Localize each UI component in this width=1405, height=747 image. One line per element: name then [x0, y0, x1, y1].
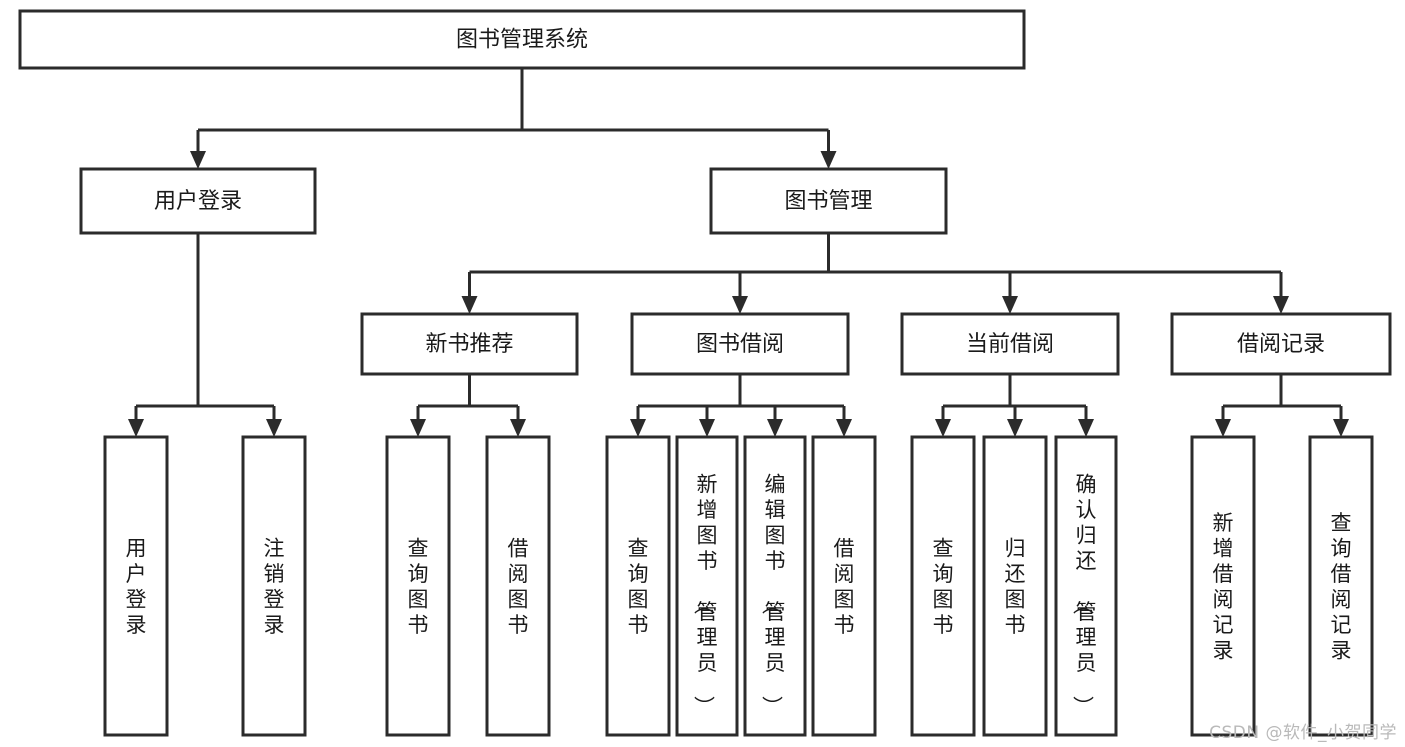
node-label-book-borrow: 图书借阅 [696, 332, 784, 357]
node-box-leaf-add-book[interactable] [675, 435, 739, 737]
node-leaf-confirm-return[interactable]: 确认归还（管理员） [1054, 435, 1118, 737]
node-box-leaf-confirm-return[interactable] [1054, 435, 1118, 737]
conn-book-manage-borrow-record-arrowhead [1273, 296, 1289, 314]
node-label-current-borrow: 当前借阅 [966, 332, 1054, 357]
node-label-new-book-recommend: 新书推荐 [425, 332, 513, 357]
node-user-login[interactable]: 用户登录 [79, 167, 317, 235]
node-leaf-query-book-1[interactable]: 查询图书 [385, 435, 451, 737]
node-leaf-query-book-2[interactable]: 查询图书 [605, 435, 671, 737]
node-box-leaf-query-record[interactable] [1308, 435, 1374, 737]
node-label-leaf-borrow-book-1: 借阅图书 [508, 536, 529, 637]
node-borrow-record[interactable]: 借阅记录 [1170, 312, 1392, 376]
node-box-leaf-add-record[interactable] [1190, 435, 1256, 737]
node-label-leaf-confirm-return: 确认归还（管理员） [1071, 473, 1097, 717]
node-leaf-return-book[interactable]: 归还图书 [982, 435, 1048, 737]
conn-user-login-leaf-user-logout-arrowhead [266, 419, 282, 437]
conn-book-borrow-leaf-add-book-arrowhead [699, 419, 715, 437]
node-root[interactable]: 图书管理系统 [18, 9, 1026, 70]
node-leaf-add-book[interactable]: 新增图书（管理员） [675, 435, 739, 737]
node-leaf-edit-book[interactable]: 编辑图书（管理员） [743, 435, 807, 737]
node-label-leaf-add-record: 新增借阅记录 [1213, 511, 1234, 663]
connector-layer [128, 68, 1349, 437]
node-current-borrow[interactable]: 当前借阅 [900, 312, 1120, 376]
conn-borrow-record-leaf-add-record-arrowhead [1215, 419, 1231, 437]
node-label-root: 图书管理系统 [456, 28, 588, 53]
conn-new-book-recommend-leaf-borrow-book-1-arrowhead [510, 419, 526, 437]
node-box-borrow-record[interactable] [1170, 312, 1392, 376]
conn-book-borrow-leaf-edit-book-arrowhead [767, 419, 783, 437]
node-leaf-add-record[interactable]: 新增借阅记录 [1190, 435, 1256, 737]
node-label-leaf-query-book-2: 查询图书 [628, 536, 649, 637]
node-label-user-login: 用户登录 [154, 189, 242, 214]
node-label-leaf-query-book-3: 查询图书 [933, 536, 954, 637]
node-leaf-borrow-book-1[interactable]: 借阅图书 [485, 435, 551, 737]
node-book-manage[interactable]: 图书管理 [709, 167, 948, 235]
node-leaf-query-book-3[interactable]: 查询图书 [910, 435, 976, 737]
conn-book-manage-book-borrow-arrowhead [732, 296, 748, 314]
conn-book-borrow-leaf-query-book-2-arrowhead [630, 419, 646, 437]
node-leaf-user-logout[interactable]: 注销登录 [241, 435, 307, 737]
node-layer: 图书管理系统用户登录图书管理新书推荐图书借阅当前借阅借阅记录用户登录注销登录查询… [18, 9, 1392, 737]
node-box-book-borrow[interactable] [630, 312, 850, 376]
node-box-new-book-recommend[interactable] [360, 312, 579, 376]
node-box-leaf-query-book-2[interactable] [605, 435, 671, 737]
conn-root-user-login-arrowhead [190, 151, 206, 169]
conn-book-borrow-leaf-borrow-book-2-arrowhead [836, 419, 852, 437]
node-label-leaf-query-book-1: 查询图书 [408, 536, 429, 637]
node-box-leaf-query-book-1[interactable] [385, 435, 451, 737]
node-box-leaf-borrow-book-1[interactable] [485, 435, 551, 737]
node-box-current-borrow[interactable] [900, 312, 1120, 376]
conn-current-borrow-leaf-query-book-3-arrowhead [935, 419, 951, 437]
conn-book-manage-current-borrow-arrowhead [1002, 296, 1018, 314]
node-box-book-manage[interactable] [709, 167, 948, 235]
node-new-book-recommend[interactable]: 新书推荐 [360, 312, 579, 376]
node-box-leaf-user-login[interactable] [103, 435, 169, 737]
conn-current-borrow-leaf-confirm-return-arrowhead [1078, 419, 1094, 437]
node-leaf-query-record[interactable]: 查询借阅记录 [1308, 435, 1374, 737]
node-box-leaf-borrow-book-2[interactable] [811, 435, 877, 737]
conn-user-login-leaf-user-login-arrowhead [128, 419, 144, 437]
conn-root-book-manage-arrowhead [820, 151, 837, 169]
node-label-leaf-user-login: 用户登录 [126, 536, 147, 637]
node-book-borrow[interactable]: 图书借阅 [630, 312, 850, 376]
node-label-leaf-borrow-book-2: 借阅图书 [834, 536, 855, 637]
node-leaf-user-login[interactable]: 用户登录 [103, 435, 169, 737]
node-box-user-login[interactable] [79, 167, 317, 235]
conn-new-book-recommend-leaf-query-book-1-arrowhead [410, 419, 426, 437]
node-leaf-borrow-book-2[interactable]: 借阅图书 [811, 435, 877, 737]
node-label-leaf-user-logout: 注销登录 [264, 536, 285, 637]
node-box-leaf-user-logout[interactable] [241, 435, 307, 737]
node-box-leaf-return-book[interactable] [982, 435, 1048, 737]
conn-borrow-record-leaf-query-record-arrowhead [1333, 419, 1349, 437]
node-label-leaf-edit-book: 编辑图书（管理员） [760, 473, 786, 717]
node-box-leaf-edit-book[interactable] [743, 435, 807, 737]
node-label-leaf-add-book: 新增图书（管理员） [692, 473, 718, 717]
conn-current-borrow-leaf-return-book-arrowhead [1007, 419, 1023, 437]
node-label-leaf-return-book: 归还图书 [1005, 536, 1026, 637]
node-box-leaf-query-book-3[interactable] [910, 435, 976, 737]
node-box-root[interactable] [18, 9, 1026, 70]
node-label-leaf-query-record: 查询借阅记录 [1331, 511, 1352, 663]
node-label-borrow-record: 借阅记录 [1237, 332, 1325, 357]
conn-book-manage-new-book-recommend-arrowhead [461, 296, 478, 314]
node-label-book-manage: 图书管理 [784, 189, 872, 214]
